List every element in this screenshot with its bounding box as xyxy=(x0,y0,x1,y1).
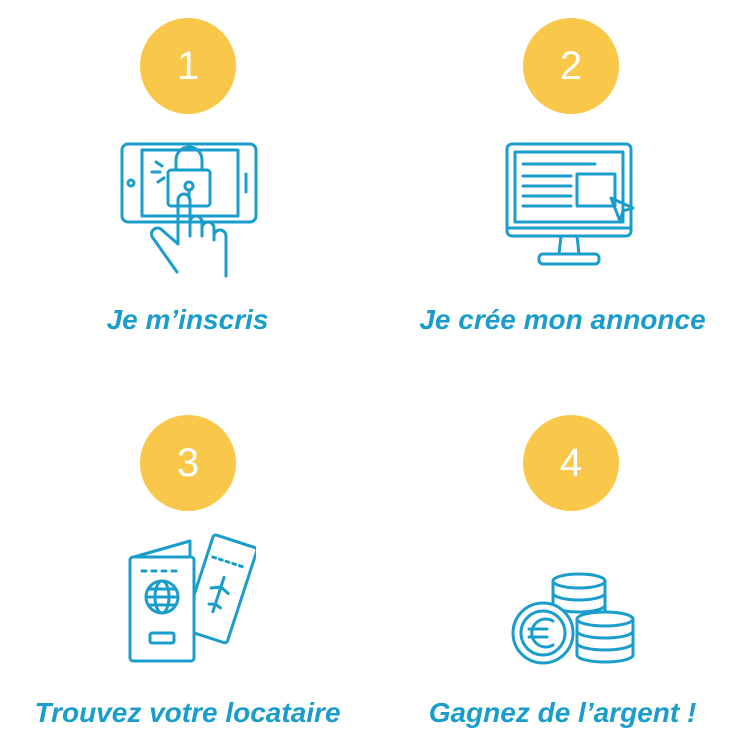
step-number-badge: 1 xyxy=(140,18,236,114)
step-1: 1 Je m’inscris xyxy=(0,0,375,375)
step-label: Je m’inscris xyxy=(106,304,269,335)
step-number-badge: 4 xyxy=(523,415,619,511)
step-label: Trouvez votre locataire xyxy=(34,697,341,728)
passport-ticket-icon xyxy=(124,533,256,665)
euro-coins-icon xyxy=(509,571,639,671)
step-3: 3 Trou xyxy=(0,375,375,750)
step-number-badge: 2 xyxy=(523,18,619,114)
step-number-badge: 3 xyxy=(140,415,236,511)
step-2: 2 Je crée mon annonce xyxy=(375,0,750,375)
step-4: 4 Gagnez de l’argent ! xyxy=(375,375,750,750)
monitor-listing-icon xyxy=(503,140,639,272)
step-label: Gagnez de l’argent ! xyxy=(428,697,697,728)
step-label: Je crée mon annonce xyxy=(419,304,706,335)
phone-unlock-tap-icon xyxy=(118,140,260,282)
